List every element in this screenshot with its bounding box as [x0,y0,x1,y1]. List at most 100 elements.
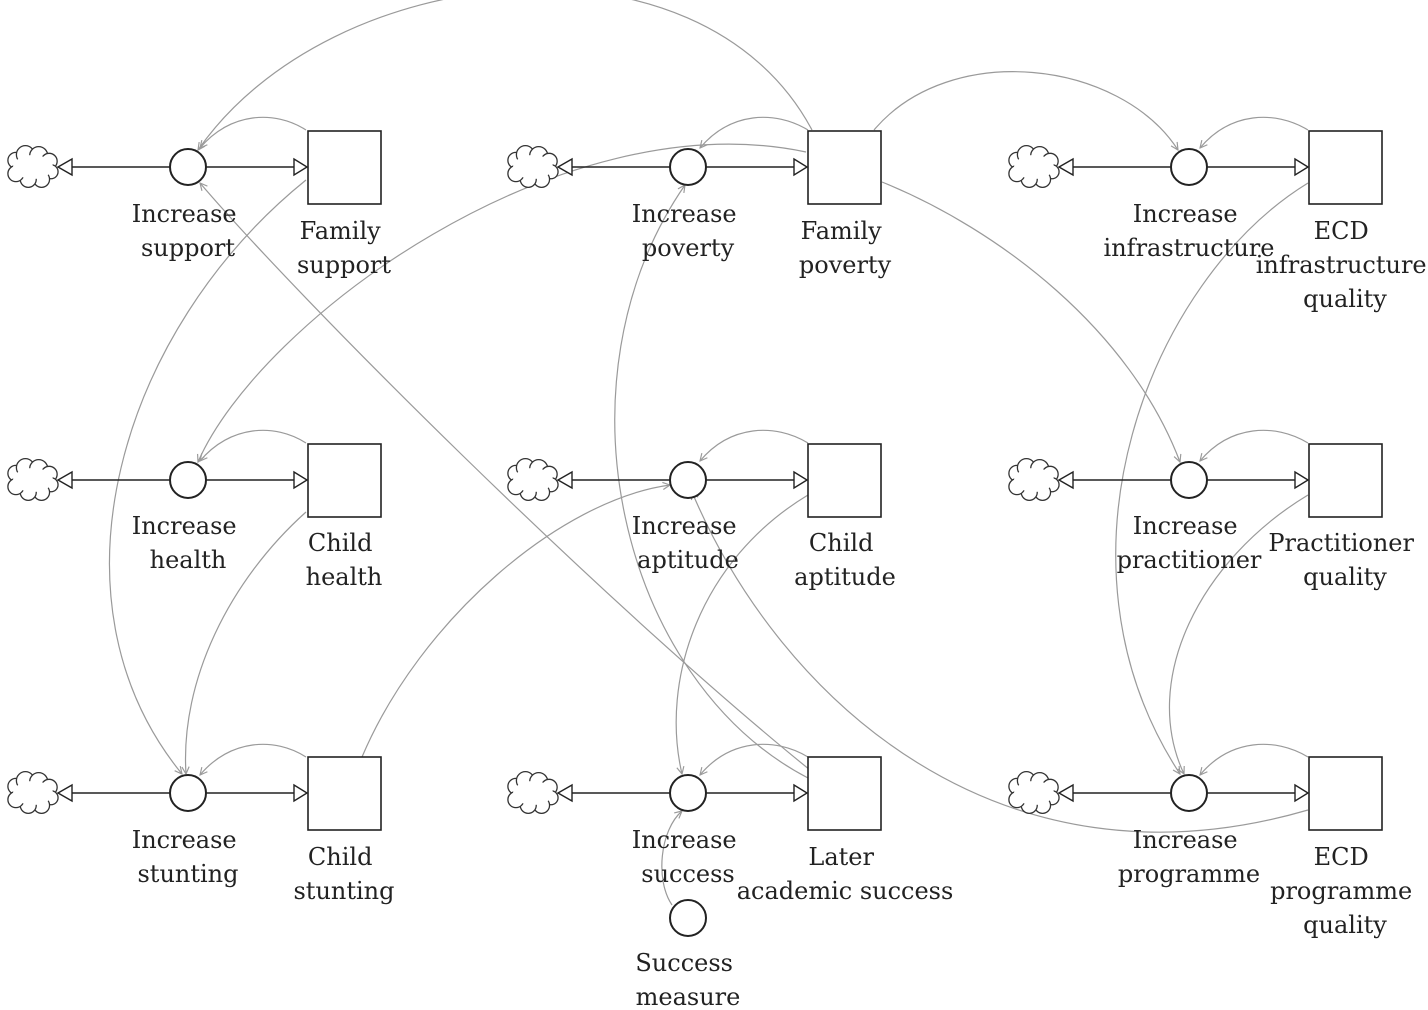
link-health-to-increase-health [200,429,307,461]
increase-success-label: Increase success [632,826,745,888]
labels: Increase support Increase health Increas… [132,200,1427,1010]
flow-arrowhead-left [556,157,573,177]
increase-aptitude-label: Increase aptitude [632,512,745,574]
increase-poverty-flow-group [507,130,882,205]
increase-support-valve [169,148,207,186]
link-success-to-increase-support [200,183,811,771]
flow-arrowhead-right [1294,783,1310,803]
cloud-source-icon [1008,457,1060,502]
child-aptitude-stock [807,443,882,518]
success-measure-auxiliary [669,899,707,937]
cloud-fill [13,468,53,492]
flow-arrowhead-left [1057,157,1074,177]
link-programme-to-increase-aptitude [692,492,1309,833]
cloud-fill [513,155,553,179]
child-stunting-label: Child stunting [293,843,394,905]
increase-programme-valve [1170,774,1208,812]
link-poverty-to-increase-infrastructure [873,71,1178,150]
cloud-source-icon [1008,771,1060,814]
later-academic-success-stock [807,756,882,831]
flow-arrowhead-right [793,470,809,490]
increase-stunting-flow-group [7,756,382,831]
link-aptitude-to-increase-aptitude [700,429,809,461]
link-success-to-increase-poverty [614,185,809,779]
cloud-fill [1014,781,1054,805]
link-health-to-increase-stunting [186,511,307,774]
link-practitioner-to-increase-programme [1169,494,1309,774]
ecd-programme-quality-label: ECD programme quality [1270,843,1420,939]
link-practitioner-to-increase-practitioner [1200,429,1309,461]
cloud-source-icon [7,144,59,189]
flow-arrowhead-right [293,157,309,177]
flow-arrowhead-right [793,783,809,803]
link-poverty-to-increase-practitioner [881,181,1180,462]
flow-arrowhead-left [56,783,73,803]
increase-aptitude-valve [669,461,707,499]
increase-programme-label: Increase programme [1118,826,1260,888]
increase-success-flow-group [507,756,882,831]
flow-arrowhead-right [1294,157,1310,177]
link-stunting-to-increase-aptitude [361,485,670,758]
link-stunting-to-increase-stunting [200,743,307,775]
link-poverty-to-increase-support [198,0,813,150]
link-poverty-to-increase-health [198,143,807,462]
family-poverty-label: Family poverty [799,217,892,279]
ecd-infrastructure-quality-stock [1308,130,1383,205]
child-aptitude-label: Child aptitude [794,529,896,591]
increase-infrastructure-flow-group [1008,130,1383,205]
increase-practitioner-label: Increase practitioner [1117,512,1262,574]
increase-health-label: Increase health [132,512,245,574]
later-academic-success-label: Later academic success [737,843,954,905]
link-measure-to-increase-success [661,811,682,906]
increase-success-valve [669,774,707,812]
family-poverty-stock [807,130,882,205]
link-programme-to-increase-programme [1200,743,1309,775]
cloud-source-icon [507,771,559,814]
flow-arrowhead-right [1294,470,1310,490]
cloud-fill [13,781,53,805]
flow-arrowhead-left [556,783,573,803]
increase-health-valve [169,461,207,499]
increase-practitioner-valve [1170,461,1208,499]
increase-infrastructure-label: Increase infrastructure [1104,200,1275,262]
causal-links [108,0,1309,906]
success-measure-label: Success measure [635,949,740,1010]
cloud-source-icon [7,457,59,502]
child-health-stock [307,443,382,518]
link-success-to-increase-success [700,743,809,775]
family-support-stock [307,130,382,205]
flow-arrowhead-left [56,470,73,490]
practitioner-quality-stock [1308,443,1383,518]
increase-poverty-label: Increase poverty [632,200,745,262]
cloud-source-icon [7,771,59,814]
cloud-fill [513,781,553,805]
cloud-source-icon [507,457,559,502]
increase-stunting-valve [169,774,207,812]
flow-arrowhead-left [556,470,573,490]
child-stunting-stock [307,756,382,831]
link-aptitude-to-increase-success [675,494,809,774]
link-poverty-to-increase-poverty [700,116,809,148]
flow-arrowhead-right [793,157,809,177]
flow-arrowhead-left [1057,470,1074,490]
link-support-to-increase-support [200,116,307,148]
increase-poverty-valve [669,148,707,186]
cloud-source-icon [507,144,559,189]
flow-arrowhead-left [56,157,73,177]
cloud-source-icon [1008,144,1060,189]
flow-arrowhead-right [293,470,309,490]
increase-infrastructure-valve [1170,148,1208,186]
flow-arrowhead-left [1057,783,1074,803]
increase-support-label: Increase support [132,200,245,262]
cloud-fill [1014,468,1054,492]
cloud-fill [13,155,53,179]
link-support-to-increase-stunting [108,179,307,774]
increase-health-flow-group [7,443,382,518]
ecd-programme-quality-stock [1308,756,1383,831]
link-infrastructure-to-increase-infrastructure [1200,116,1309,148]
practitioner-quality-label: Practitioner quality [1268,529,1421,591]
child-health-label: Child health [306,529,383,591]
increase-stunting-label: Increase stunting [132,826,245,888]
cloud-fill [513,468,553,492]
